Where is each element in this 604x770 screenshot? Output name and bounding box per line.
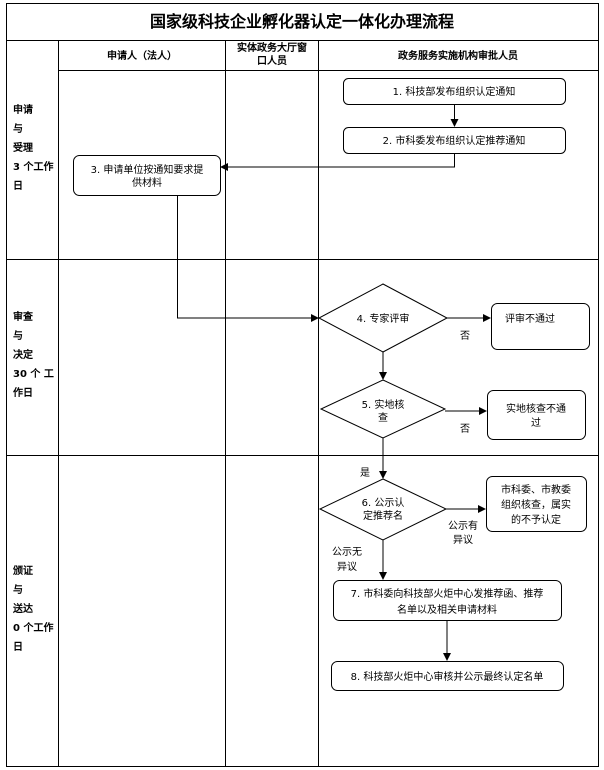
stage-label-2-line-4: 30 个 工 bbox=[13, 367, 54, 380]
step-8-box bbox=[331, 661, 564, 691]
step-text-s4-line-1: 4. 专家评审 bbox=[357, 312, 410, 325]
stage-label-3-line-1: 颁证 bbox=[13, 564, 33, 577]
step-7-box bbox=[333, 580, 562, 621]
step-text-s5-fail-line-2: 过 bbox=[531, 416, 541, 429]
flow-connectors bbox=[177, 105, 491, 661]
stage-label-3-line-3: 送达 bbox=[12, 602, 33, 615]
column-header-applicant: 申请人（法人） bbox=[107, 49, 177, 62]
step-text-s3-line-1: 3. 申请单位按通知要求提 bbox=[91, 163, 204, 176]
column-header-window-line2: 口人员 bbox=[257, 54, 287, 67]
step-6-objection-box bbox=[486, 476, 587, 532]
step-4-fail-box bbox=[491, 303, 590, 350]
step-5-fail-box bbox=[487, 390, 586, 440]
stage-label-1-line-2: 与 bbox=[13, 122, 23, 135]
step-1-box bbox=[343, 78, 566, 105]
step-text-s6-line-2: 定推荐名 bbox=[363, 509, 403, 522]
step-text-s5-line-2: 查 bbox=[378, 411, 388, 424]
edge-label-no-1: 否 bbox=[460, 330, 470, 342]
table-grid bbox=[6, 3, 599, 767]
edge-label-no-objection-line-2: 异议 bbox=[337, 561, 357, 573]
step-text-s5-line-1: 5. 实地核 bbox=[362, 398, 405, 411]
step-text-s8-line-1: 8. 科技部火炬中心审核并公示最终认定名单 bbox=[351, 670, 544, 683]
step-text-s4-fail-line-1: 评审不通过 bbox=[505, 312, 555, 325]
step-text-s3-line-2: 供材料 bbox=[132, 176, 162, 189]
step-2-box bbox=[343, 127, 566, 154]
stage-label-3-line-2: 与 bbox=[13, 583, 23, 596]
stage-label-3-line-4: 0 个工作 bbox=[13, 621, 53, 634]
box-texts: 1. 科技部发布组织认定通知 2. 市科委发布组织认定推荐通知 3. 申请单位按通知… bbox=[91, 85, 571, 683]
stage-label-2-line-3: 决定 bbox=[13, 348, 33, 361]
step-text-s6-line-1: 6. 公示认 bbox=[362, 496, 405, 509]
step-text-s7-line-1: 7. 市科委向科技部火炬中心发推荐函、推荐 bbox=[351, 587, 544, 600]
step-6-diamond bbox=[318, 478, 448, 541]
step-text-s5-fail-line-1: 实地核查不通 bbox=[506, 402, 566, 415]
step-text-s6-objection-line-1: 市科委、市教委 bbox=[501, 483, 571, 496]
flow-shapes bbox=[73, 78, 590, 691]
stage-label-1-line-5: 日 bbox=[13, 180, 23, 192]
stage-label-1-line-4: 3 个工作 bbox=[13, 160, 53, 173]
stage-label-1-line-1: 申请 bbox=[13, 103, 33, 116]
column-header-window-line1: 实体政务大厅窗 bbox=[237, 41, 307, 54]
page-title: 国家级科技企业孵化器认定一体化办理流程 bbox=[150, 12, 454, 31]
step-text-s7-line-2: 名单以及相关申请材料 bbox=[397, 603, 497, 616]
arrow-3-to-4 bbox=[177, 196, 319, 322]
stage-label-2-line-1: 审查 bbox=[13, 310, 34, 323]
edge-label-objection-line-2: 异议 bbox=[453, 534, 473, 546]
step-text-s6-objection-line-3: 的不予认定 bbox=[511, 513, 561, 526]
edge-label-yes: 是 bbox=[360, 467, 370, 479]
stage-label-1-line-3: 受理 bbox=[13, 141, 33, 154]
stage-label-3-line-5: 日 bbox=[13, 641, 23, 653]
stage-label-2-line-5: 作日 bbox=[13, 386, 33, 399]
step-text-s1-line-1: 1. 科技部发布组织认定通知 bbox=[393, 85, 516, 98]
column-header-reviewer: 政务服务实施机构审批人员 bbox=[398, 49, 518, 62]
step-text-s2-line-1: 2. 市科委发布组织认定推荐通知 bbox=[383, 134, 526, 147]
edge-label-no-2: 否 bbox=[460, 423, 470, 435]
edge-label-objection-line-1: 公示有 bbox=[448, 519, 478, 532]
arrow-2-to-3 bbox=[220, 154, 455, 171]
edge-label-no-objection-line-1: 公示无 bbox=[332, 547, 362, 558]
stage-label-2-line-2: 与 bbox=[13, 329, 23, 342]
step-text-s6-objection-line-2: 组织核查，属实 bbox=[501, 498, 571, 511]
step-3-box bbox=[73, 155, 221, 196]
